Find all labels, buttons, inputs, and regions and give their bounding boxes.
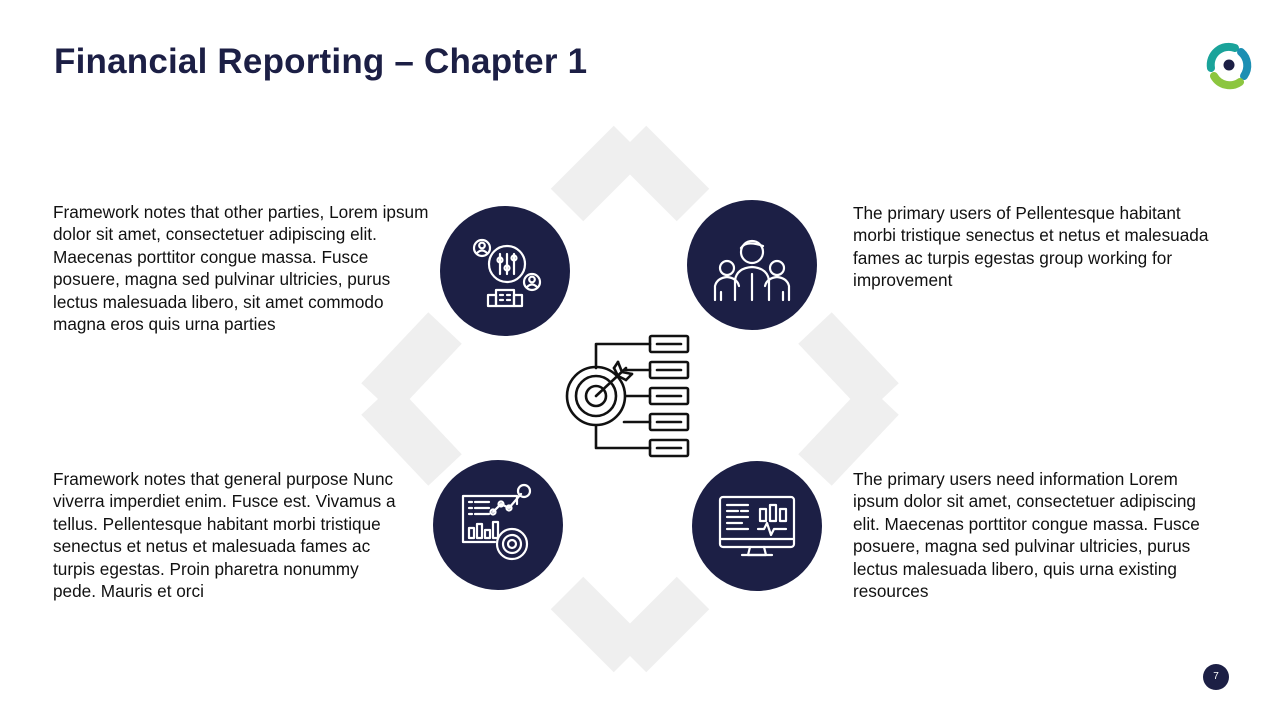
block-text-top-right: The primary users of Pellentesque habita… xyxy=(853,203,1209,291)
page-number-badge: 7 xyxy=(1203,664,1229,690)
dashboard-circle xyxy=(692,461,822,591)
team-circle xyxy=(687,200,817,330)
stakeholders-circle xyxy=(440,206,570,336)
block-text-bottom-left: Framework notes that general purpose Nun… xyxy=(53,469,396,602)
team-users-icon xyxy=(713,239,791,302)
stakeholders-settings-icon xyxy=(472,238,542,308)
page-title: Financial Reporting – Chapter 1 xyxy=(54,42,588,81)
analytics-circle xyxy=(433,460,563,590)
background-diamond xyxy=(361,125,899,673)
monitor-dashboard-icon xyxy=(718,495,796,557)
analytics-report-icon xyxy=(461,483,532,561)
brand-logo-icon xyxy=(1206,42,1252,90)
block-text-bottom-right: The primary users need information Lorem… xyxy=(853,469,1200,602)
block-text-top-left: Framework notes that other parties, Lore… xyxy=(53,202,429,335)
target-goals-icon xyxy=(565,334,690,458)
